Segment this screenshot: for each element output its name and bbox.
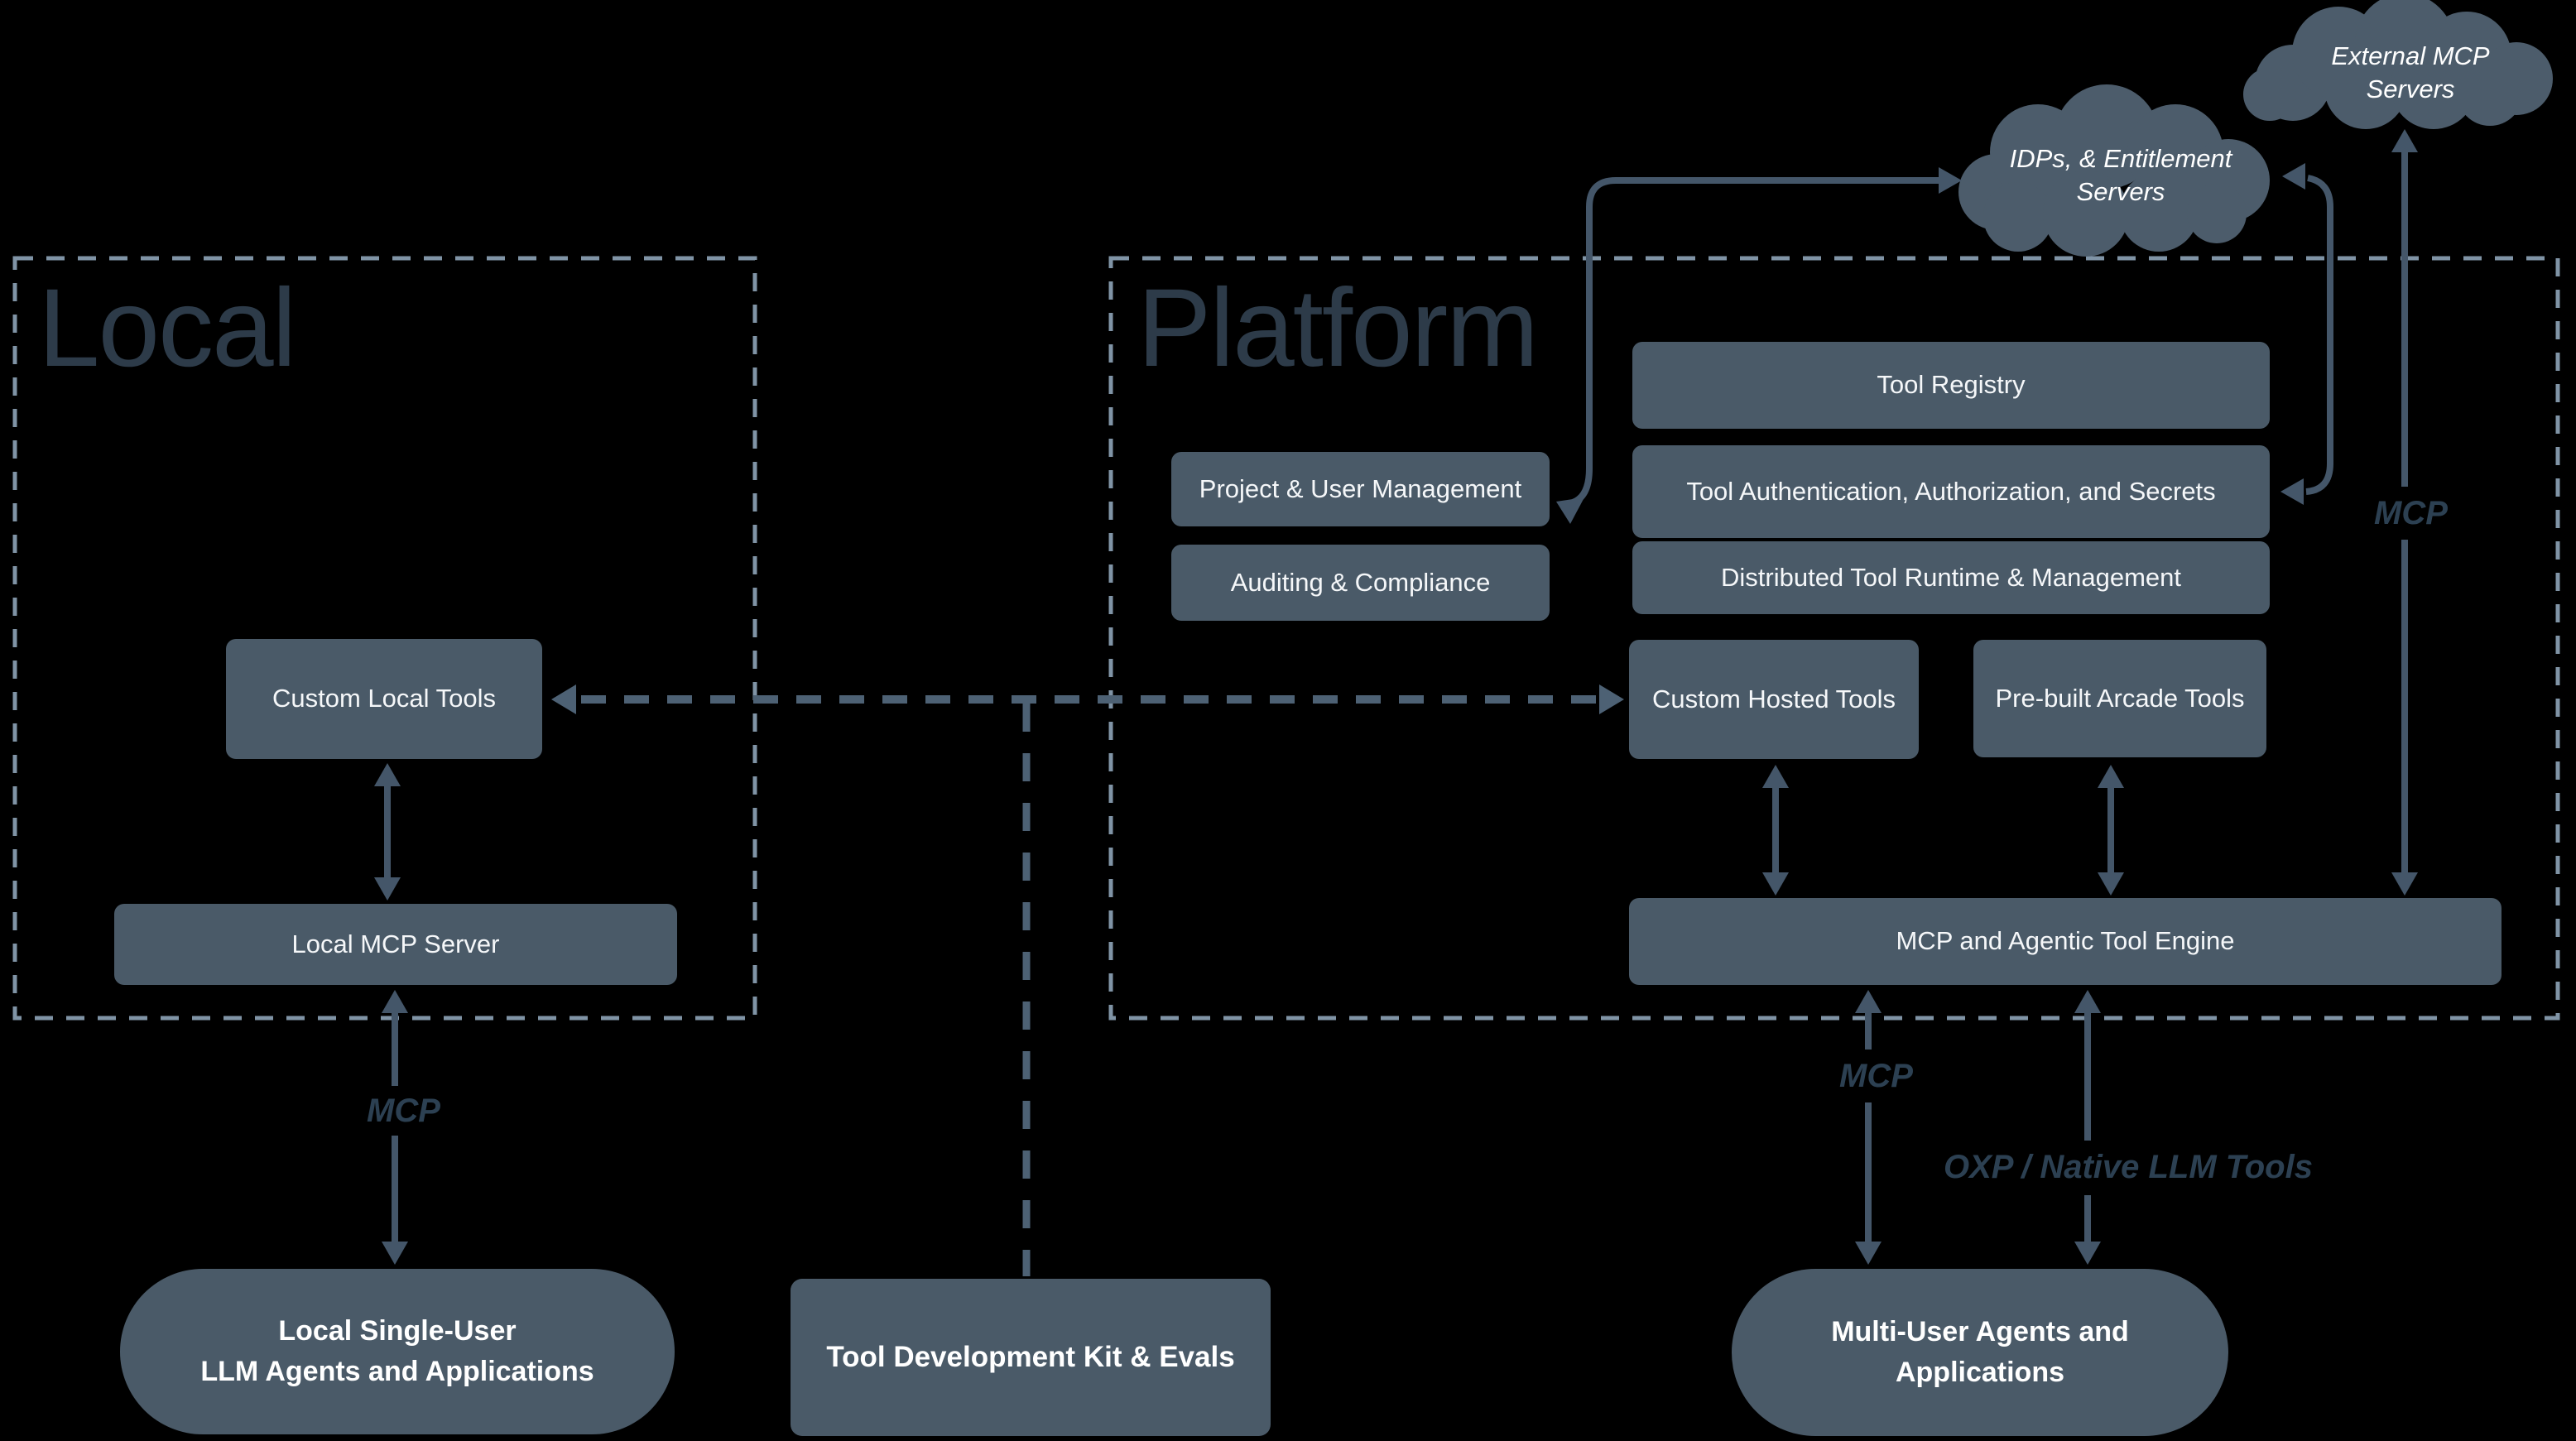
solid-arrows	[374, 129, 2418, 1265]
arrow-local-mcp-to-local-agents	[382, 990, 408, 1265]
arrow-custom-hosted-to-engine	[1762, 765, 1789, 896]
local-agents-line1: Local Single-User	[278, 1314, 517, 1347]
arrow-engine-to-external-mcp	[2391, 129, 2418, 896]
local-mcp-server-box: Local MCP Server	[114, 904, 677, 985]
arrow-project-user-to-idps	[1556, 167, 1962, 524]
auditing-compliance-box: Auditing & Compliance	[1171, 545, 1550, 621]
local-region-border	[12, 256, 757, 1021]
custom-local-tools-box: Custom Local Tools	[226, 639, 542, 759]
arrow-custom-local-to-local-mcp	[374, 763, 401, 901]
idps-cloud-label-line1: IDPs, & Entitlement	[2009, 144, 2232, 173]
external-mcp-cloud-label: External MCP Servers	[2331, 41, 2490, 104]
mcp-label-local: MCP	[367, 1093, 440, 1129]
mcp-label-platform: MCP	[1839, 1058, 1913, 1094]
idps-cloud-label-line2: Servers	[2076, 177, 2165, 207]
project-user-management-box: Project & User Management	[1171, 452, 1550, 526]
local-region-title: Local	[38, 267, 296, 390]
distributed-runtime-box: Distributed Tool Runtime & Management	[1632, 541, 2270, 614]
mcp-agentic-tool-engine-box: MCP and Agentic Tool Engine	[1629, 898, 2502, 985]
mcp-label-external: MCP	[2374, 495, 2448, 531]
local-agents-bubble: Local Single-User LLM Agents and Applica…	[120, 1269, 675, 1434]
external-mcp-cloud-shape	[2243, 0, 2553, 129]
idps-cloud-label: IDPs, & Entitlement Servers	[1997, 142, 2245, 209]
platform-region-title: Platform	[1137, 267, 1539, 390]
arrow-engine-to-multiuser-oxp	[2074, 990, 2101, 1265]
arrow-engine-to-multiuser-mcp	[1855, 990, 1882, 1265]
oxp-native-llm-tools-label: OXP / Native LLM Tools	[1944, 1149, 2313, 1185]
custom-hosted-tools-box: Custom Hosted Tools	[1629, 640, 1919, 759]
multi-user-agents-line1: Multi-User Agents and	[1831, 1315, 2129, 1347]
multi-user-agents-line2: Applications	[1895, 1357, 2065, 1388]
tool-registry-box: Tool Registry	[1632, 342, 2270, 429]
tool-development-kit-box: Tool Development Kit & Evals	[791, 1279, 1271, 1436]
tool-auth-box: Tool Authentication, Authorization, and …	[1632, 445, 2270, 538]
arrow-tool-auth-to-idps	[2280, 163, 2333, 505]
arrow-prebuilt-to-engine	[2098, 765, 2124, 896]
platform-region-border	[1108, 256, 2560, 1021]
multi-user-agents-bubble: Multi-User Agents and Applications	[1732, 1269, 2228, 1436]
dashed-connectors	[551, 684, 1624, 1276]
idps-cloud-shape	[1958, 84, 2270, 257]
prebuilt-arcade-tools-box: Pre-built Arcade Tools	[1973, 640, 2266, 757]
local-agents-line2: LLM Agents and Applications	[200, 1356, 594, 1387]
